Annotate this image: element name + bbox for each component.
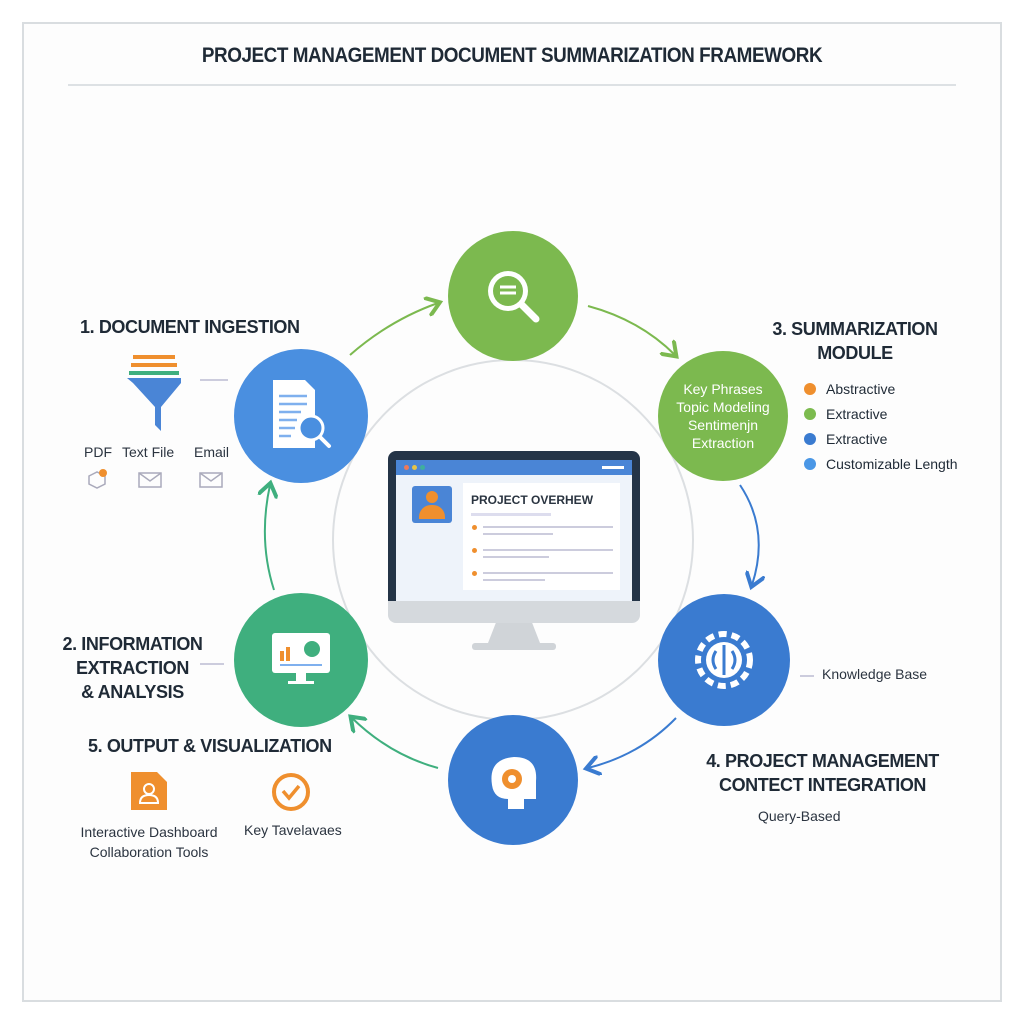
integration-circle[interactable] xyxy=(658,594,790,726)
arrow-6-1 xyxy=(265,485,274,591)
heading-line: MODULE xyxy=(817,343,893,363)
magnifier-icon xyxy=(488,271,540,323)
output-items: Interactive Dashboard Collaboration Tool… xyxy=(64,822,234,862)
circle-line: Sentimenjn xyxy=(687,417,759,433)
heading-line: EXTRACTION xyxy=(75,658,189,678)
browser-bar xyxy=(396,460,632,475)
head-gear-icon xyxy=(491,757,537,809)
output-heading: 5. OUTPUT & VISUALIZATION xyxy=(88,736,332,756)
output-item: Collaboration Tools xyxy=(89,844,209,860)
monitor-stand xyxy=(488,623,540,643)
brain-gear-icon xyxy=(695,631,753,689)
clock-check-icon xyxy=(272,773,310,811)
mail-icon xyxy=(138,472,162,488)
document-search-icon xyxy=(273,380,331,448)
heading-line: & ANALYSIS xyxy=(81,682,184,702)
funnel-icon xyxy=(127,355,181,431)
query-based-label: Query-Based xyxy=(758,808,841,824)
arrow-1-2 xyxy=(349,303,438,356)
key-item-label: Key Tavelavaes xyxy=(244,822,342,838)
output-circle[interactable] xyxy=(448,715,578,845)
output-item: Interactive Dashboard xyxy=(80,824,218,840)
summarization-circle[interactable]: Key Phrases Topic Modeling Sentimenjn Ex… xyxy=(658,351,788,481)
extraction-heading: 2. INFORMATION EXTRACTION & ANALYSIS xyxy=(60,632,205,704)
heading-line: 4. PROJECT MANAGEMENT xyxy=(706,751,939,771)
circle-line: Topic Modeling xyxy=(676,399,770,415)
pdf-icon xyxy=(88,469,107,489)
title-divider xyxy=(68,84,956,86)
heading-line: 3. SUMMARIZATION xyxy=(772,319,938,339)
circle-line: Extraction xyxy=(691,435,755,451)
legend-item: Extractive xyxy=(804,427,958,452)
knowledge-base-label: Knowledge Base xyxy=(822,666,928,682)
monitor-base xyxy=(472,643,556,650)
legend-item: Abstractive xyxy=(804,377,958,402)
source-email: Email xyxy=(194,444,230,460)
arrow-4-5 xyxy=(588,717,677,768)
integration-heading: 4. PROJECT MANAGEMENT CONTECT INTEGRATIO… xyxy=(700,749,945,797)
avatar xyxy=(412,486,452,523)
heading-line: CONTECT INTEGRATION xyxy=(718,775,927,795)
extraction-circle[interactable] xyxy=(234,593,368,727)
arrow-3-4 xyxy=(739,484,759,585)
ingestion-heading: 1. DOCUMENT INGESTION xyxy=(80,317,300,337)
source-text-file: Text File xyxy=(122,444,175,460)
summarization-heading: 3. SUMMARIZATION MODULE xyxy=(765,317,945,365)
circle-line: Key Phrases xyxy=(683,381,763,397)
summary-legend: Abstractive Extractive Extractive Custom… xyxy=(804,377,958,477)
heading-line: 2. INFORMATION xyxy=(62,634,203,654)
arrow-5-6 xyxy=(352,718,439,769)
analytics-monitor-icon xyxy=(272,633,330,684)
monitor-bezel xyxy=(388,601,640,623)
page-title: PROJECT MANAGEMENT DOCUMENT SUMMARIZATIO… xyxy=(201,44,823,67)
legend-item: Customizable Length xyxy=(804,452,958,477)
arrow-2-3 xyxy=(587,305,675,355)
search-stage-circle[interactable] xyxy=(448,231,578,361)
panel-title: PROJECT OVERHEW xyxy=(471,493,594,507)
overview-panel: PROJECT OVERHEW xyxy=(463,483,620,590)
source-pdf: PDF xyxy=(84,444,112,460)
dashboard-file-icon xyxy=(131,772,167,810)
ingestion-circle[interactable] xyxy=(234,349,368,483)
monitor: PROJECT OVERHEW xyxy=(388,451,640,611)
mail-icon xyxy=(199,472,223,488)
monitor-screen: PROJECT OVERHEW xyxy=(396,460,632,601)
legend-item: Extractive xyxy=(804,402,958,427)
